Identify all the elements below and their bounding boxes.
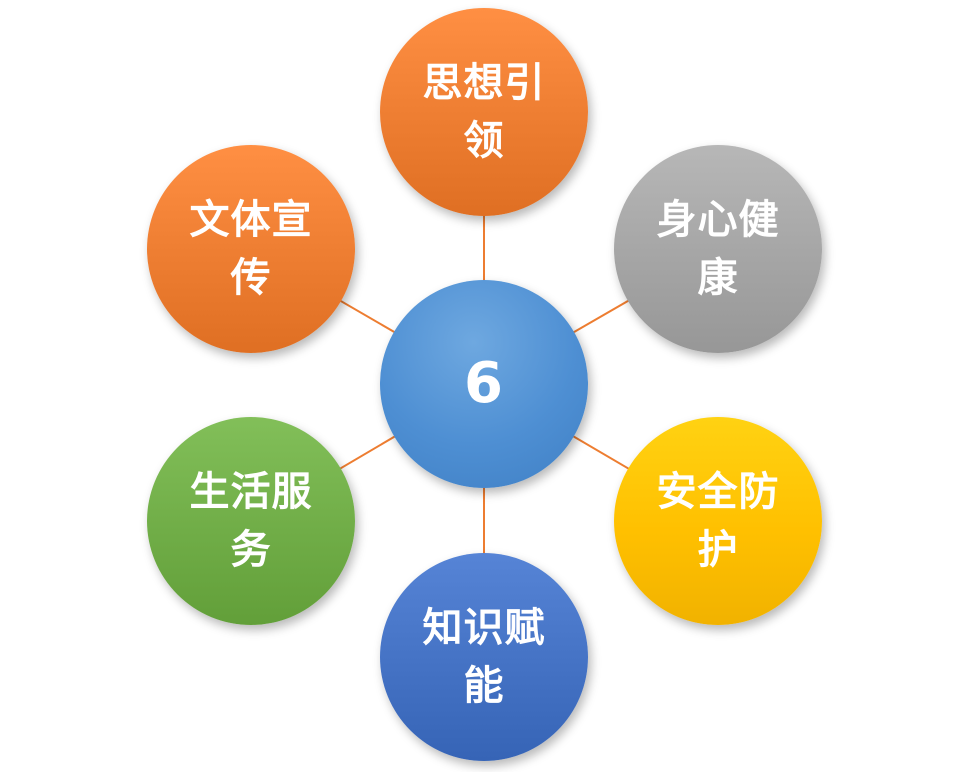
node-label: 身心健康 xyxy=(656,196,780,301)
node-label: 生活服务 xyxy=(189,468,313,573)
node-label: 文体宣传 xyxy=(189,196,313,301)
center-label: 6 xyxy=(464,351,504,416)
node-label: 思想引领 xyxy=(422,59,546,164)
node-zhishi-funeng: 知识赋能 xyxy=(380,553,588,761)
node-anquan-fanghu: 安全防护 xyxy=(614,417,822,625)
node-label: 安全防护 xyxy=(656,468,780,573)
node-shenghuo-fuwu: 生活服务 xyxy=(147,417,355,625)
node-sixiang-yinling: 思想引领 xyxy=(380,8,588,216)
center-hub: 6 xyxy=(380,280,588,488)
node-wenti-xuanchuan: 文体宣传 xyxy=(147,145,355,353)
node-shenxin-jiankang: 身心健康 xyxy=(614,145,822,353)
node-label: 知识赋能 xyxy=(422,604,546,709)
